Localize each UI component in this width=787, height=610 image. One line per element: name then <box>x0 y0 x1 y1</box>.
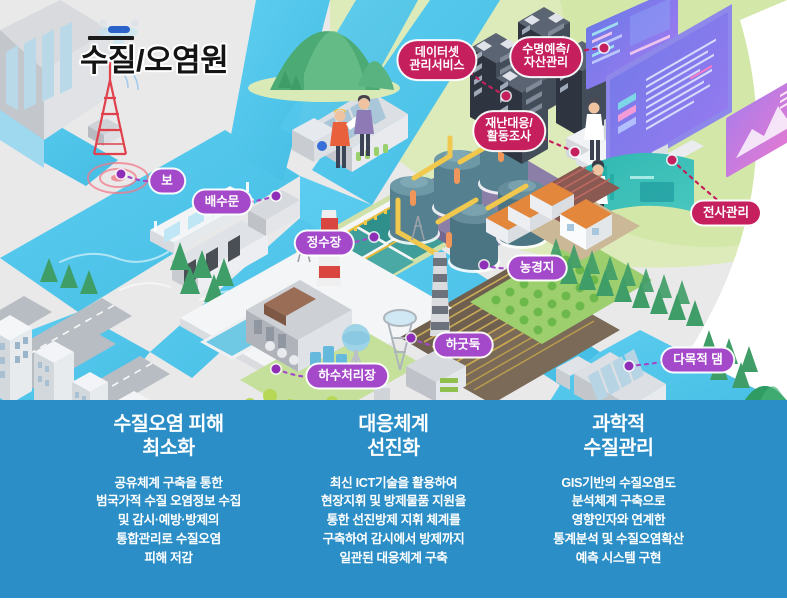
trail-node <box>271 191 281 201</box>
summary-column-body: GIS기반의 수질오염도 분석체계 구축으로 영향인자와 연계한 통계분석 및 … <box>553 475 684 566</box>
trail-node <box>479 260 489 270</box>
trail-node <box>599 43 609 53</box>
summary-column-title: 수질오염 피해 최소화 <box>113 413 224 459</box>
summary-column-scientific-water-mgmt: 과학적 수질관리 GIS기반의 수질오염도 분석체계 구축으로 영향인자와 연계한… <box>506 413 731 568</box>
trail-node <box>116 169 126 179</box>
summary-column-body: 공유체계 구축을 통한 범국가적 수질 오염정보 수집 및 감시·예방·방제의 … <box>95 475 242 566</box>
map-label-damokjeokdaem[interactable]: 다목적 댐 <box>662 348 734 372</box>
map-label-nonggyeongji[interactable]: 농경지 <box>508 256 566 280</box>
summary-column-title: 대응체계 선진화 <box>358 413 429 459</box>
trail-node <box>624 361 634 371</box>
title-rule <box>88 36 134 40</box>
summary-column-body: 최신 ICT기술을 활용하여 현장지휘 및 방제물품 지원을 통한 선진방제 지… <box>320 475 467 566</box>
page-title: 수질/오염원 <box>80 36 229 78</box>
map-label-dataset-service[interactable]: 데이터셋 관리서비스 <box>398 41 476 79</box>
summary-column-title: 과학적 수질관리 <box>583 413 654 459</box>
map-label-jeongsujang[interactable]: 정수장 <box>295 231 353 255</box>
trail-node <box>406 333 416 343</box>
map-label-enterprise-mgmt[interactable]: 전사관리 <box>691 201 761 225</box>
map-label-bo[interactable]: 보 <box>150 169 184 193</box>
map-label-hagutduk[interactable]: 하굿둑 <box>434 333 492 357</box>
map-label-disaster-survey[interactable]: 재난대응/ 활동조사 <box>474 112 544 150</box>
map-label-haesucheorijang[interactable]: 하수처리장 <box>307 364 387 388</box>
trail-node <box>271 364 281 374</box>
summary-panel-shape <box>0 400 787 598</box>
map-label-lifecycle-asset[interactable]: 수명예측/ 자산관리 <box>511 38 581 76</box>
map-label-baesumun[interactable]: 배수문 <box>193 190 251 214</box>
trail-node <box>570 147 580 157</box>
page-title-text: 수질/오염원 <box>80 43 229 78</box>
trail-node <box>667 155 677 165</box>
trail-node <box>501 91 511 101</box>
trail-node <box>369 232 379 242</box>
